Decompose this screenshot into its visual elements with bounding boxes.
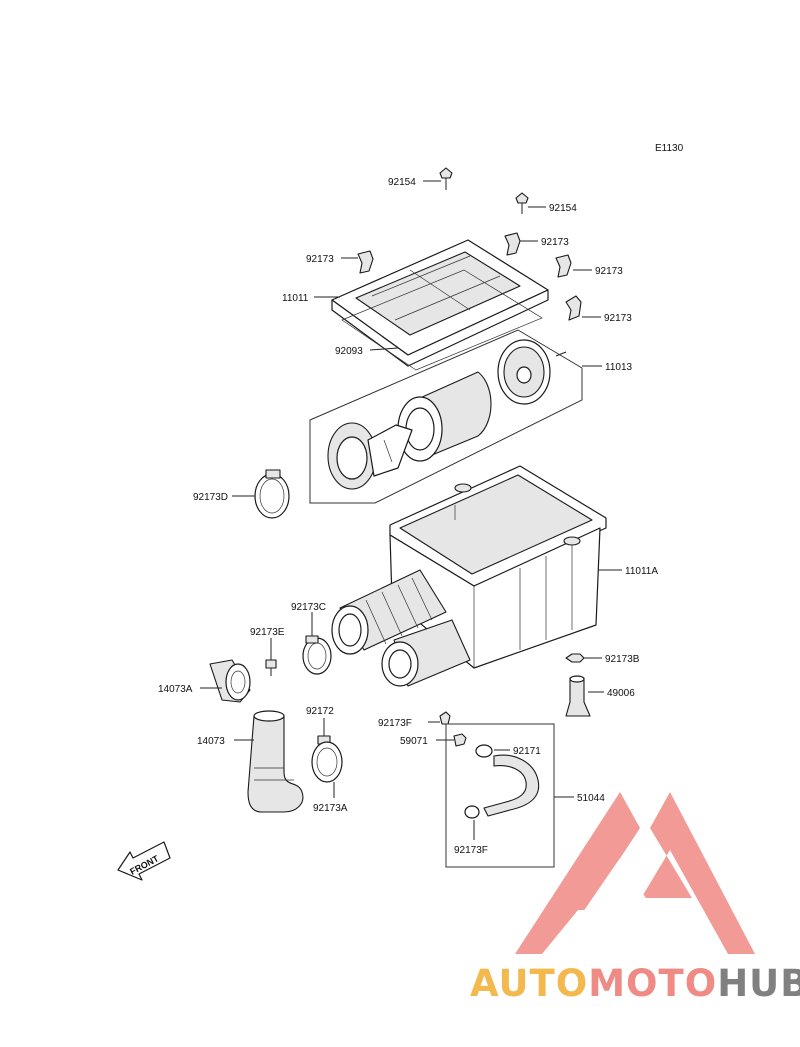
fitting-59071 — [453, 733, 467, 747]
bolt-92154-right — [515, 192, 529, 214]
label-14073[interactable]: 14073 — [197, 736, 225, 747]
seal-92093 — [341, 269, 543, 371]
label-92173-tr3[interactable]: 92173 — [604, 313, 632, 324]
label-92173B[interactable]: 92173B — [605, 654, 640, 665]
label-11011A[interactable]: 11011A — [625, 566, 658, 577]
label-92173-tr2[interactable]: 92173 — [595, 266, 623, 277]
label-92173C[interactable]: 92173C — [291, 602, 326, 613]
clip-92173F-a — [439, 711, 451, 725]
wm-part-auto: AUTO — [470, 962, 589, 1005]
duct-14073A — [209, 659, 251, 703]
clamp-92173C — [302, 635, 332, 675]
label-92173-left[interactable]: 92173 — [306, 254, 334, 265]
clamp-92171 — [475, 744, 493, 758]
label-59071[interactable]: 59071 — [400, 736, 428, 747]
label-92173-tr1[interactable]: 92173 — [541, 237, 569, 248]
drain-49006 — [565, 675, 591, 717]
label-92173F-b[interactable]: 92173F — [454, 845, 488, 856]
bolt-92154-top — [439, 167, 453, 190]
wm-part-moto: MOTO — [588, 962, 718, 1005]
label-14073A[interactable]: 14073A — [158, 684, 193, 695]
label-49006[interactable]: 49006 — [607, 688, 635, 699]
label-11011[interactable]: 11011 — [282, 293, 309, 304]
clip-92173E — [265, 659, 277, 676]
front-arrow: FRONT — [117, 841, 171, 881]
label-92171[interactable]: 92171 — [513, 746, 541, 757]
label-92173F-a[interactable]: 92173F — [378, 718, 412, 729]
wm-part-hub: HUB — [717, 962, 800, 1005]
clamp-92173A — [311, 741, 343, 783]
watermark-text: AUTOMOTOHUB — [470, 962, 800, 1005]
label-92173E[interactable]: 92173E — [250, 627, 285, 638]
label-92173A[interactable]: 92173A — [313, 803, 348, 814]
label-92173D[interactable]: 92173D — [193, 492, 228, 503]
clamp-92173D — [254, 469, 290, 519]
clip-92173-tr3 — [565, 295, 582, 321]
intake-duct-upper — [331, 569, 447, 655]
clip-92173B — [565, 653, 585, 663]
label-92172[interactable]: 92172 — [306, 706, 334, 717]
watermark-logo — [515, 792, 755, 954]
label-92093[interactable]: 92093 — [335, 346, 363, 357]
label-92154-right[interactable]: 92154 — [549, 203, 577, 214]
label-92154-top[interactable]: 92154 — [388, 177, 416, 188]
filter-element — [397, 371, 492, 462]
element-holder — [327, 422, 413, 490]
cover-11011 — [331, 239, 549, 367]
clamp-92173F-b — [464, 805, 480, 819]
duct-14073 — [247, 710, 304, 813]
label-11013[interactable]: 11013 — [605, 362, 633, 373]
clip-92173-left — [357, 250, 374, 274]
hose-51044 — [483, 754, 540, 817]
label-51044[interactable]: 51044 — [577, 793, 605, 804]
diagram-code: E1130 — [655, 143, 684, 154]
element-cap — [497, 339, 567, 405]
clip-92173-tr2 — [555, 254, 572, 278]
intake-duct-lower — [381, 619, 471, 687]
clip-92173-tr1 — [504, 232, 521, 256]
